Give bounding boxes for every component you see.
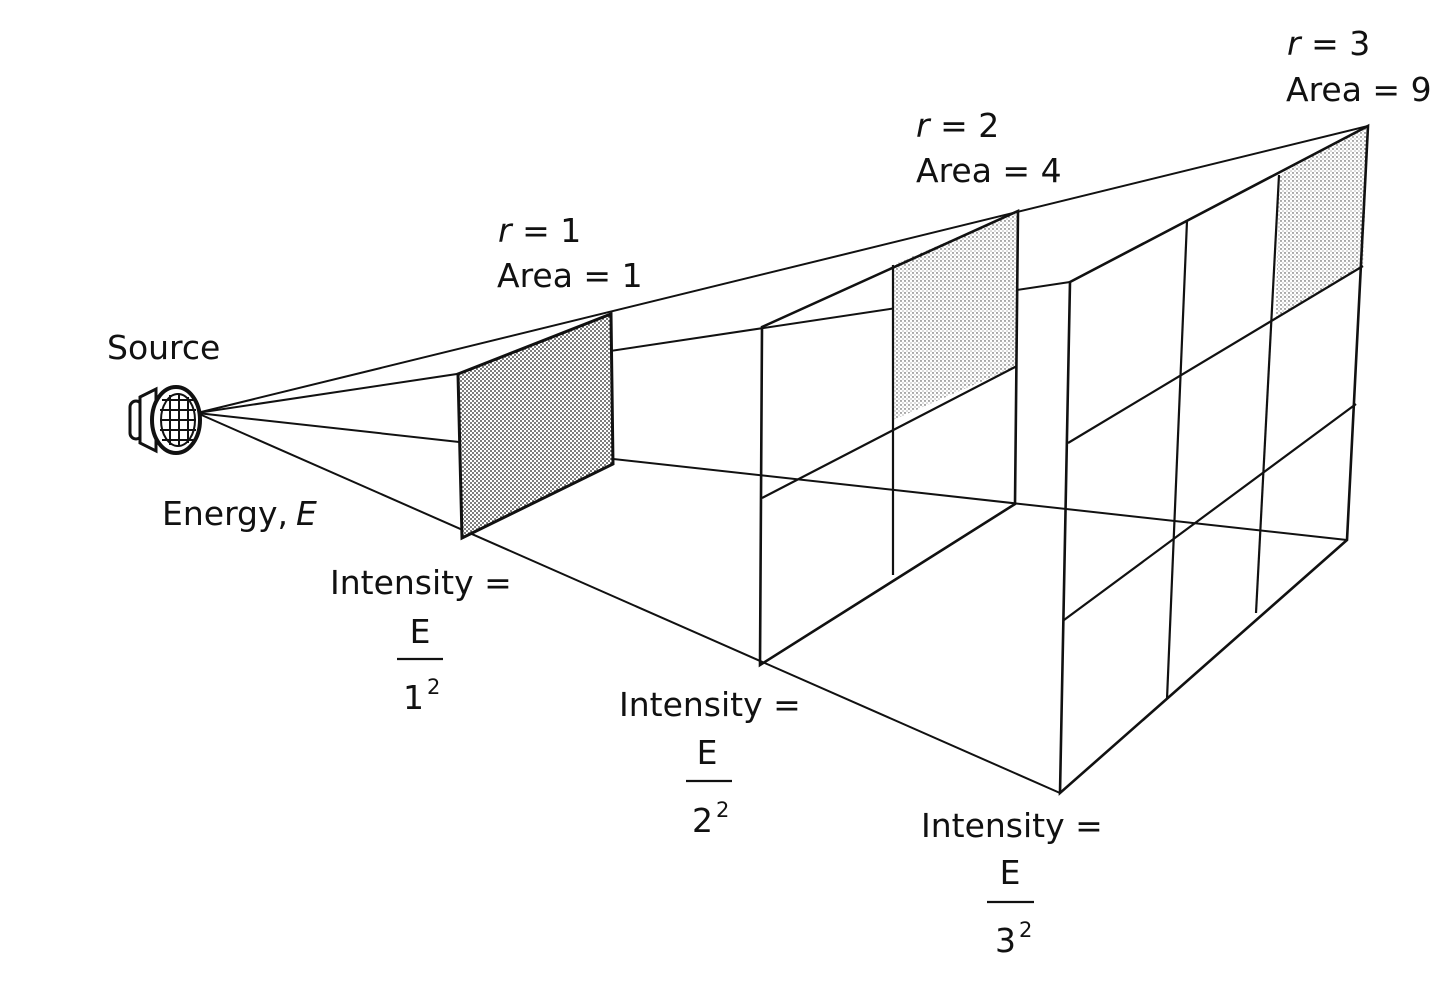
screen-r1-distance-label: r = 1	[498, 211, 581, 250]
screen-r3	[1058, 123, 1370, 796]
screen-r3-hgrid-1	[1067, 265, 1364, 444]
screen-r3-vgrid-1	[1165, 220, 1189, 700]
screen-r2-hgrid	[761, 365, 1018, 499]
screen-r2-distance-label: r = 2	[916, 106, 999, 145]
screen-r1-intensity-numerator: E	[410, 612, 431, 651]
screen-r2-intensity-label: Intensity =	[619, 685, 801, 724]
screen-r3-area-label: Area = 9	[1286, 70, 1432, 109]
screen-r3-shaded-cell	[1276, 126, 1368, 318]
screen-r2-shaded-cell	[893, 211, 1018, 420]
screen-r3-intensity-numerator: E	[1000, 853, 1021, 892]
screen-r2-area-label: Area = 4	[916, 151, 1062, 190]
ray-bottom-right	[196, 412, 1348, 541]
screen-r3-intensity-label: Intensity =	[921, 806, 1103, 845]
speaker-icon	[128, 385, 202, 455]
screen-r2-outline	[758, 208, 1020, 668]
screen-r1-intensity-label: Intensity =	[330, 563, 512, 602]
screen-r3-distance-label: r = 3	[1287, 24, 1370, 63]
screen-r1-shaded-area	[458, 314, 613, 538]
screen-r1	[456, 311, 615, 541]
ray-bottom-left	[196, 412, 1061, 794]
energy-label: Energy,E	[162, 494, 317, 533]
screen-r3-vgrid-2	[1254, 174, 1281, 614]
screen-r2-intensity-numerator: E	[697, 733, 718, 772]
source-label: Source	[107, 328, 220, 367]
screen-r3-hgrid-2	[1063, 403, 1357, 621]
screen-r1-area-label: Area = 1	[497, 256, 643, 295]
ray-top-right	[196, 125, 1369, 414]
screen-r1-outline	[456, 311, 615, 541]
screen-r2	[758, 208, 1020, 668]
screen-r3-outline	[1058, 123, 1370, 796]
